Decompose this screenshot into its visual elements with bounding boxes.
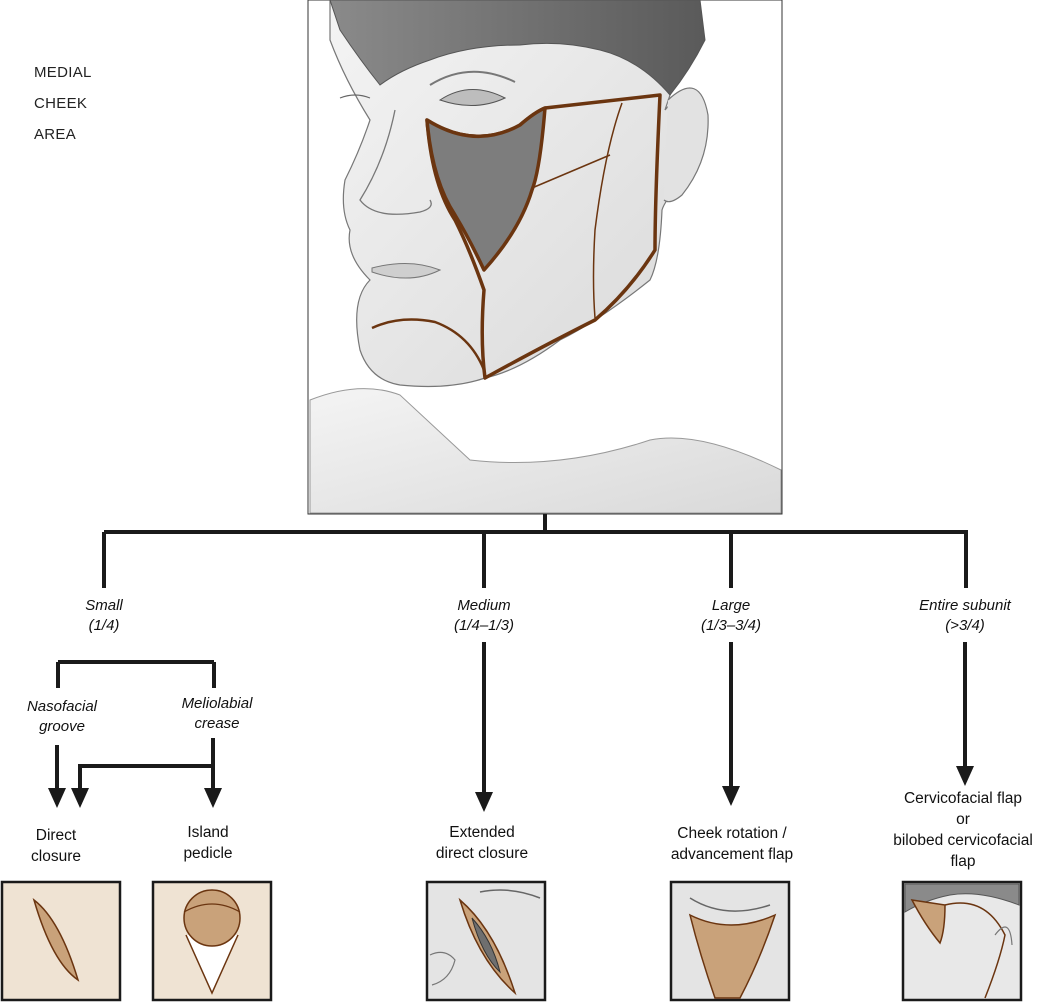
island-defect <box>183 889 241 947</box>
flowchart-lines <box>55 514 968 794</box>
arrow-head-large <box>722 786 740 806</box>
panel-direct-closure <box>0 880 122 1002</box>
sublocation-nasofacial-line-1: Nasofacial <box>26 698 98 715</box>
subunit-line-2 <box>592 102 623 319</box>
category-entire-fraction: (>3/4) <box>945 617 985 634</box>
sublocation-meliolabial-line-2: crease <box>194 715 240 732</box>
region-label-line-2: CHEEK <box>34 95 88 112</box>
fusiform-excision <box>32 898 80 982</box>
cervico-incision <box>944 902 1006 999</box>
sublocation-meliolabial-line-1: Meliolabial <box>181 695 253 712</box>
subunit-line-1 <box>531 154 611 189</box>
region-label-line-1: MEDIAL <box>34 64 92 81</box>
result-cervicofacial-line-2: or <box>956 811 970 828</box>
category-entire-name: Entire subunit <box>919 597 1011 614</box>
neck-shoulder <box>309 388 782 514</box>
result-direct-closure: Direct closure <box>8 825 104 867</box>
result-island-pedicle: Island pedicle <box>160 822 256 864</box>
result-cheek-rotation-line-1: Cheek rotation / <box>677 825 787 842</box>
result-cheek-rotation-line-2: advancement flap <box>670 846 794 863</box>
eyebrow <box>429 70 516 86</box>
category-medium-name: Medium <box>457 597 511 614</box>
result-cervicofacial: Cervicofacial flap or bilobed cervicofac… <box>880 788 1040 872</box>
category-small-fraction: (1/4) <box>88 617 120 634</box>
nose <box>359 109 432 215</box>
category-large-name: Large <box>711 597 751 614</box>
eye <box>438 89 507 107</box>
result-extended-direct: Extended direct closure <box>414 822 550 864</box>
ear <box>663 87 709 203</box>
result-extended-direct-line-1: Extended <box>449 824 515 841</box>
sublocation-meliolabial: Meliolabial crease <box>165 694 269 734</box>
arrow-head-medium <box>475 792 493 812</box>
arrow-head-melio-cross <box>71 788 89 808</box>
result-cervicofacial-line-3: bilobed cervicofacial <box>893 832 1033 849</box>
rotation-flap <box>688 913 777 999</box>
panel-cheek-rotation <box>669 880 791 1002</box>
result-direct-closure-line-1: Direct <box>35 827 77 844</box>
category-medium: Medium (1/4–1/3) <box>421 596 547 636</box>
result-direct-closure-line-2: closure <box>31 848 81 865</box>
category-medium-fraction: (1/4–1/3) <box>453 617 515 634</box>
panel-extended-direct <box>425 880 547 1002</box>
category-small-name: Small <box>85 597 123 614</box>
sublocation-nasofacial-line-2: groove <box>39 718 85 735</box>
panel-cervicofacial <box>901 880 1023 1002</box>
sublocation-nasofacial: Nasofacial groove <box>12 697 112 737</box>
category-small: Small (1/4) <box>54 596 154 636</box>
arrow-head-naso <box>48 788 66 808</box>
result-island-pedicle-line-2: pedicle <box>183 845 233 862</box>
result-cervicofacial-line-4: flap <box>950 853 976 870</box>
far-eye <box>339 94 371 99</box>
result-extended-direct-line-2: direct closure <box>435 845 529 862</box>
category-large-fraction: (1/3–3/4) <box>700 617 762 634</box>
head-illustration <box>307 0 783 515</box>
extended-defect <box>471 917 501 974</box>
medial-cheek-defect <box>425 106 547 272</box>
cervico-defect <box>910 899 946 945</box>
result-island-pedicle-line-1: Island <box>187 824 229 841</box>
result-cervicofacial-line-1: Cervicofacial flap <box>903 790 1023 807</box>
arrow-head-entire <box>956 766 974 786</box>
lips <box>371 262 442 279</box>
arrow-heads <box>48 766 974 812</box>
hair <box>329 0 706 96</box>
melio-to-direct <box>78 764 213 790</box>
arrow-head-melio <box>204 788 222 808</box>
panel-island-pedicle <box>151 880 273 1002</box>
region-label-line-3: AREA <box>34 126 77 143</box>
result-cheek-rotation: Cheek rotation / advancement flap <box>654 823 810 865</box>
category-large: Large (1/3–3/4) <box>670 596 792 636</box>
chin-curve <box>371 318 486 371</box>
island-triangle <box>185 934 239 995</box>
category-entire: Entire subunit (>3/4) <box>893 596 1037 636</box>
